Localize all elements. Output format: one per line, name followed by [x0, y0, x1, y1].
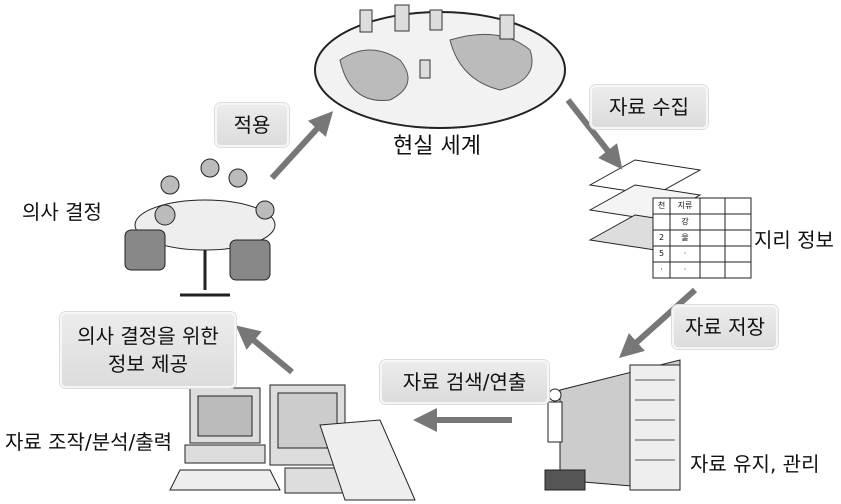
step-provide: 의사 결정을 위한 정보 제공 [60, 312, 236, 388]
geo-info-label: 지리 정보 [754, 228, 834, 252]
step-provide-line2: 정보 제공 [108, 352, 188, 376]
server-illustration [544, 359, 681, 491]
step-provide-line1: 의사 결정을 위한 [77, 324, 219, 348]
maintain-label: 자료 유지, 관리 [690, 452, 820, 476]
arrow-collect [565, 98, 623, 170]
map-layers-illustration [588, 159, 752, 279]
step-search: 자료 검색/연출 [380, 360, 549, 404]
globe-illustration [314, 4, 566, 129]
cell: 지류 [677, 201, 693, 210]
step-collect: 자료 수집 [590, 85, 708, 129]
manipulate-label: 자료 조작/분석/출력 [5, 430, 173, 454]
step-apply: 적용 [215, 103, 289, 147]
geo-table: 천 지류 강 2 울 5 · · · [653, 198, 700, 278]
cell: 울 [681, 233, 689, 242]
cell: · [660, 265, 663, 274]
arrow-provide [235, 325, 294, 375]
cell: · [683, 249, 687, 258]
cell [653, 214, 670, 230]
arrow-store [619, 287, 698, 359]
cell: 2 [658, 233, 665, 242]
decision-label: 의사 결정 [22, 200, 102, 224]
step-store: 자료 저장 [672, 305, 778, 349]
cell: · [683, 265, 687, 274]
arrow-apply [269, 111, 334, 181]
real-world-title: 현실 세계 [393, 134, 481, 159]
meeting-illustration [124, 158, 276, 297]
computers-illustration [169, 384, 416, 501]
cell: 강 [681, 217, 689, 226]
cell: 천 [657, 201, 666, 210]
cell: 5 [658, 249, 665, 258]
cycle-arrows [235, 98, 698, 432]
